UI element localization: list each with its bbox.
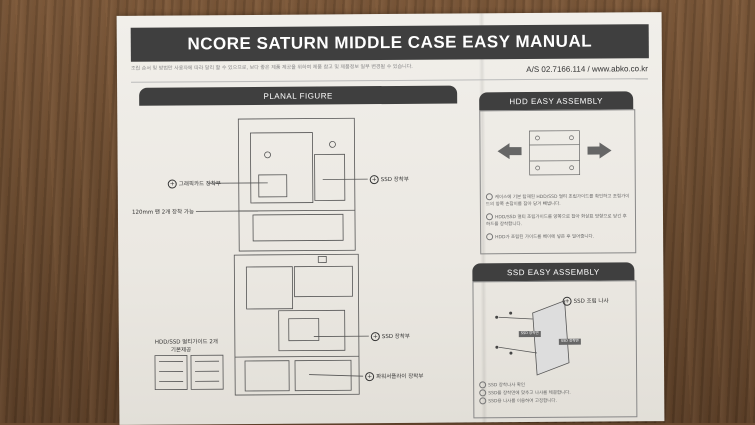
plus-icon: + (563, 297, 572, 306)
ssd-note-3: SSD용 나사를 이용하여 고정합니다. (479, 396, 631, 405)
manual-paper: NCORE SATURN MIDDLE CASE EASY MANUAL 조립 … (117, 12, 665, 425)
ssd-tag-2: SSD 장착면 (561, 339, 579, 344)
ssd-screw-label: +SSD 조립 나사 (563, 296, 609, 305)
ssd-tag-1: SSD 장착면 (521, 331, 539, 336)
ssd-diagram (117, 12, 665, 425)
